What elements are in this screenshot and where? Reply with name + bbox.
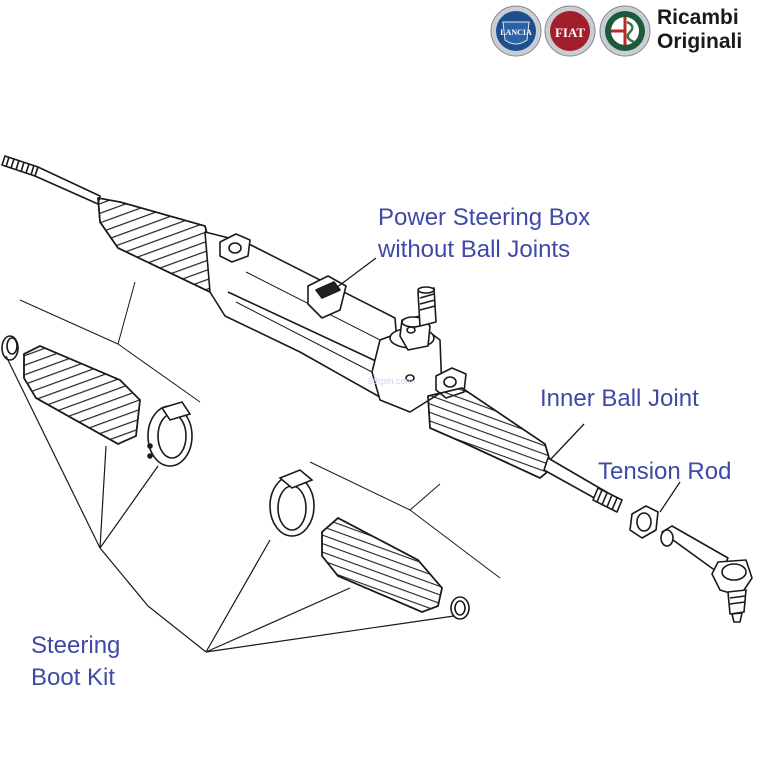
svg-text:FIAT: FIAT [555,25,585,40]
boot-kit-left-group [1,281,201,467]
boot-kit-right-group [269,461,501,620]
power-steering-label: Power Steering Box without Ball Joints [378,202,590,266]
lock-nut [629,505,659,539]
small-clip-right [450,596,470,620]
small-clip-left [1,335,19,361]
left-threaded-tip [1,155,39,177]
steering-rack [1,155,753,623]
svg-text:LANCIA: LANCIA [500,28,532,37]
power-steering-leader [335,257,377,289]
fiat-logo: FIAT [544,5,596,57]
tie-rod-end [660,525,753,623]
brand-logos: LANCIA FIAT [490,5,651,57]
rack-housing [204,231,401,397]
watermark: 99rpm.com [368,376,413,386]
brand-wordmark: Ricambi Originali [657,6,742,54]
steering-boot-kit-label-line-2: Boot Kit [31,664,116,691]
large-clamp-right [269,469,315,537]
tension-rod-label: Tension Rod [598,458,732,485]
steering-boot-kit-label: Steering Boot Kit [31,630,120,694]
pinion-housing [371,286,443,413]
brand-line-1: Ricambi [657,6,739,29]
alfa-romeo-logo [599,5,651,57]
brand-line-2: Originali [657,30,743,53]
power-steering-label-line-2: without Ball Joints [378,236,571,263]
center-bracket [307,275,347,319]
lancia-logo: LANCIA [490,5,542,57]
left-tie-rod [34,166,101,205]
steering-boot-kit-label-line-1: Steering [31,632,121,659]
power-steering-label-line-1: Power Steering Box [378,204,591,231]
large-clamp-left [147,401,193,467]
left-mount-lug [219,233,251,263]
inner-ball-joint-label: Inner Ball Joint [540,385,699,412]
right-rack-boot [427,387,553,479]
loose-boot-right [321,517,443,613]
right-threaded-tip [592,487,623,513]
boot-kit-leaders [5,355,455,653]
tension-rod-leader [659,481,681,513]
inner-ball-joint-leader [549,423,585,461]
